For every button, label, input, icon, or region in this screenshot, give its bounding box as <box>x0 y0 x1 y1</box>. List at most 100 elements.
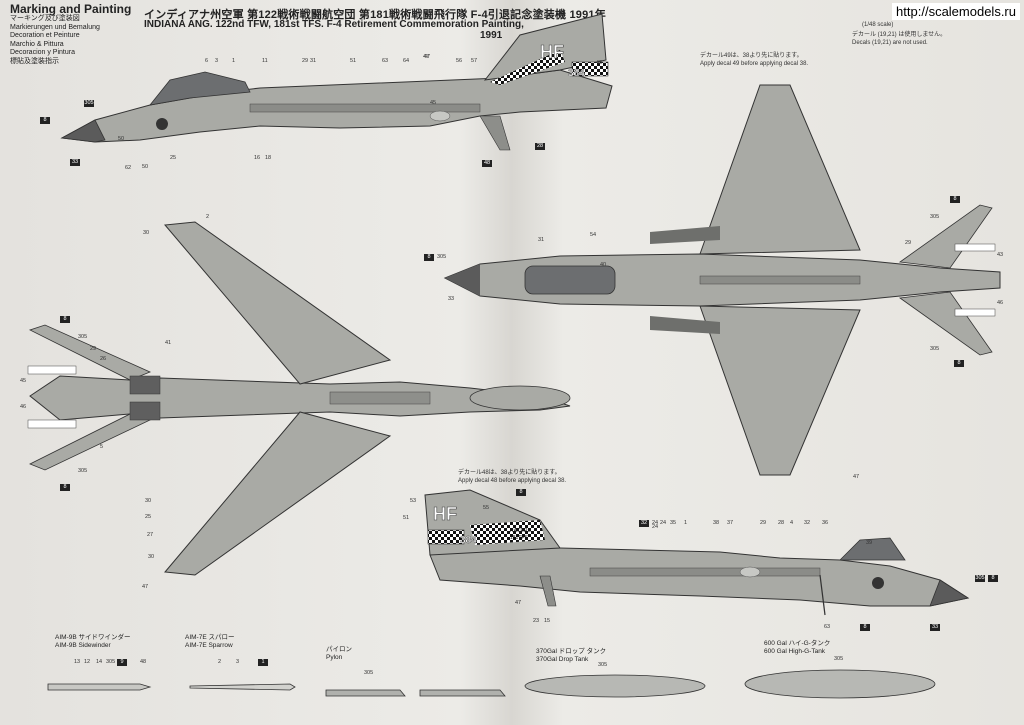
decal-scale-note: (1/48 scale) <box>862 22 894 28</box>
plan-view-left <box>27 221 571 576</box>
subtitle-it: Marchio & Pittura <box>10 40 64 48</box>
scheme-title-en: INDIANA ANG. 122nd TFW, 181st TFS. F-4 R… <box>144 19 524 30</box>
squadron-badge-top <box>156 118 168 130</box>
decal-order-note-2-en: Apply decal 48 before applying decal 38. <box>458 478 567 484</box>
sidewinder <box>47 683 152 691</box>
decal-callout: 1 <box>232 58 236 64</box>
decal-callout: 12 <box>84 659 91 665</box>
decal-callout: 56 <box>456 58 463 64</box>
decal-callout: 25 <box>145 514 152 520</box>
decal-callout: 39 <box>866 540 873 546</box>
decal-callout: 1 <box>684 520 688 526</box>
decal-callout: 57 <box>471 58 478 64</box>
stores-row <box>47 669 936 699</box>
header-block: Marking and Painting マーキング及び塗装図 Markieru… <box>10 2 132 66</box>
decal-callout: 63 <box>382 58 389 64</box>
page-title: Marking and Painting <box>10 2 132 16</box>
decal-callout: 8 <box>40 117 50 124</box>
decal-callout: 38 <box>713 520 720 526</box>
drop-tank-600 <box>744 669 936 699</box>
decal-callout: 305 <box>78 334 88 340</box>
decal-callout: 29 <box>90 346 97 352</box>
decal-callout: 305 <box>437 254 447 260</box>
decal-callout: 305 <box>84 100 94 107</box>
decal-callout: 8 <box>60 484 70 491</box>
decal-callout: 8 <box>954 360 964 367</box>
scheme-title-jp: インディアナ州空軍 第122戦術戦闘航空団 第181戦術戦闘飛行隊 F-4引退記… <box>144 9 606 21</box>
decal-callout: 4 <box>790 520 794 526</box>
decal-callout: 1 <box>258 659 268 666</box>
racers-band-top <box>490 50 565 85</box>
decal-callout: 13 <box>74 659 81 665</box>
subtitle-cn: 標貼及塗裝指示 <box>10 57 59 65</box>
decal-callout: 36 <box>822 520 829 526</box>
decal-callout: 5 <box>100 444 104 450</box>
decal-callout: 45 <box>430 100 437 106</box>
decal-callout: 51 <box>403 515 410 521</box>
drop-tank-370 <box>524 674 706 698</box>
decal-callout: 15 <box>544 618 551 624</box>
decal-callout: 43 <box>997 252 1004 258</box>
decal-callout: 28 <box>778 520 785 526</box>
decal-callout: 37 <box>727 520 734 526</box>
decal-callout: 305 <box>78 468 88 474</box>
decal-callout: 24 <box>652 520 659 526</box>
decal-callout: 30 <box>148 554 155 560</box>
decal-callout: 305 <box>598 662 608 668</box>
decal-callout: 8 <box>516 489 526 496</box>
side-view-bottom: HF 384 RACERS 181TFS <box>424 489 970 616</box>
decal-callout: 64 <box>403 58 410 64</box>
racers-band-bottom <box>470 520 545 545</box>
decal-note-en: Decals (19,21) are not used. <box>852 40 928 46</box>
decal-callout: 47 <box>423 54 430 60</box>
decal-callout: 47 <box>424 54 431 60</box>
decal-callout: 47 <box>142 584 149 590</box>
decal-callout: 3 <box>236 659 240 665</box>
decal-callout: 16 <box>254 155 261 161</box>
decal-callout: 54 <box>590 232 597 238</box>
decal-callout: 305 <box>975 575 985 582</box>
tail-serial-bottom: 384 <box>460 535 477 546</box>
pylon-2 <box>419 689 506 697</box>
decal-callout: 40 <box>600 262 607 268</box>
insignia-top <box>429 110 451 122</box>
subtitle-de: Markierungen und Bemalung <box>10 23 100 31</box>
decal-callout: 27 <box>147 532 154 538</box>
decal-callout: 45 <box>20 378 27 384</box>
plan-view-right <box>443 84 1001 476</box>
decal-callout: 2 <box>206 214 210 220</box>
decal-callout: 14 <box>96 659 103 665</box>
decal-callout: 33 <box>448 296 455 302</box>
decal-callout: 11 <box>262 58 268 64</box>
wing-right-lower <box>699 305 861 476</box>
decal-callout: 48 <box>140 659 147 665</box>
decal-callout: 46 <box>997 300 1004 306</box>
decal-callout: 30 <box>143 230 150 236</box>
badge-line2: 181TFS <box>510 535 528 541</box>
decal-callout: 305 <box>834 656 844 662</box>
decal-callout: 31 <box>310 58 317 64</box>
decal-callout: 26 <box>100 356 107 362</box>
decal-callout: 29 <box>760 520 767 526</box>
decal-callout: 305 <box>364 670 374 676</box>
decal-callout: 48 <box>482 160 492 167</box>
checker-bottom <box>427 529 465 545</box>
wing-right-upper <box>699 84 861 255</box>
insignia-bottom <box>739 566 761 578</box>
decal-callout: 3 <box>215 58 219 64</box>
tail-code-bottom: HF <box>433 504 457 524</box>
decal-callout: 8 <box>988 575 998 582</box>
decal-callout: 25 <box>170 155 177 161</box>
decal-callout: 47 <box>853 474 860 480</box>
decal-callout: 29 <box>905 240 912 246</box>
side-view-top: HF 384 <box>60 13 613 151</box>
subtitle-fr: Decoration et Peinture <box>10 32 80 39</box>
tail-code-top: HF <box>540 42 564 62</box>
decal-callout: 28 <box>535 143 545 150</box>
checker-top <box>571 61 609 77</box>
decal-callout: 9 <box>117 659 127 666</box>
